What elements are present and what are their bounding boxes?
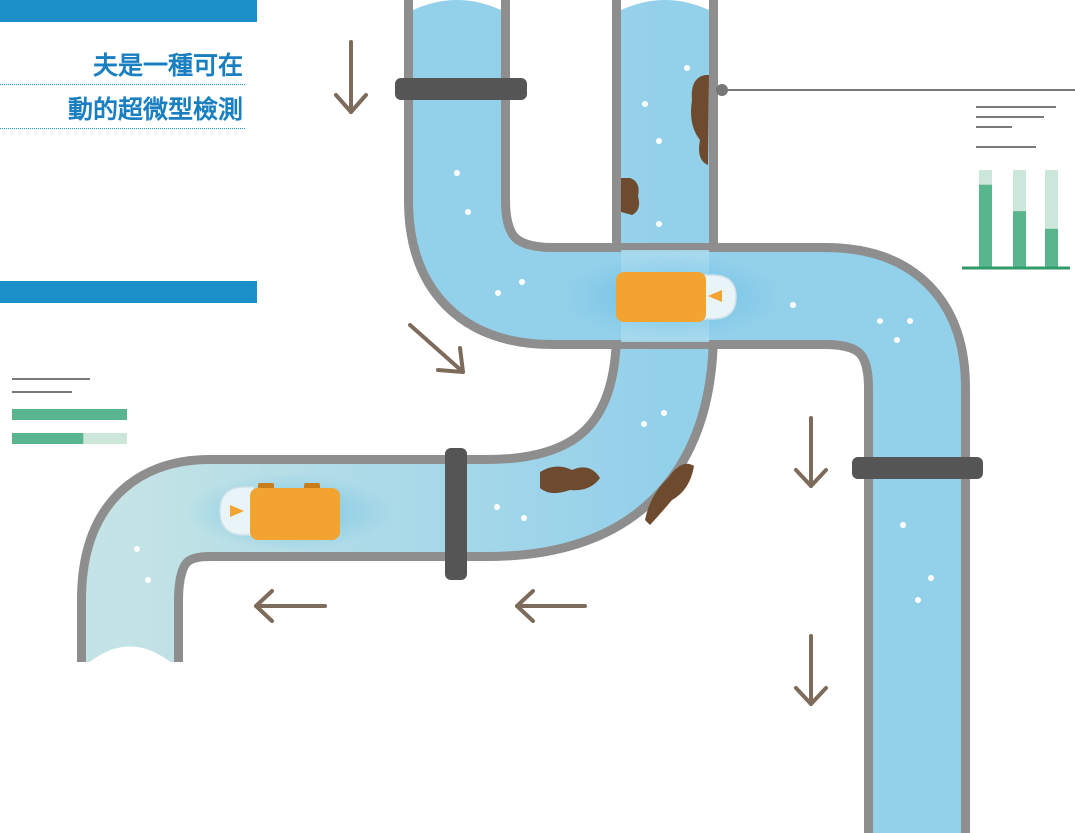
arrow-down-icon: [794, 634, 828, 706]
sensor-bar: [1013, 211, 1026, 268]
progress-fill: [12, 433, 84, 444]
pipe-mouth-top-left: [413, 0, 501, 10]
progress-fill: [12, 409, 127, 420]
arrow-left-icon: [254, 589, 327, 623]
caption-line-1: 夫是一種可在: [0, 48, 245, 85]
sludge-deposits: [540, 75, 709, 525]
pipe-upper-path: [404, 0, 970, 833]
sensor-bar: [1045, 228, 1058, 268]
arrow-down-right-icon: [408, 323, 465, 374]
arrow-down-icon: [334, 40, 368, 114]
pipe-mouth-top-right: [621, 0, 709, 10]
water-bubbles: [134, 65, 934, 603]
pipe-clamp: [852, 457, 983, 479]
bar-chart-icon: [962, 106, 1070, 270]
caption-line-2: 動的超微型檢測: [0, 92, 245, 129]
pipe-clamp: [445, 448, 467, 580]
section-banner: [0, 281, 257, 303]
inspection-robot: [562, 255, 782, 339]
inspection-robot: [185, 474, 395, 550]
pipe-mouth-bottom-left: [86, 646, 174, 665]
sensor-bar: [979, 184, 992, 268]
arrow-left-icon: [515, 589, 587, 623]
progress-bars-icon: [12, 378, 127, 444]
top-banner: [0, 0, 257, 22]
pipe-clamp: [395, 78, 527, 100]
arrow-down-icon: [794, 416, 828, 488]
sensor-leader-line: [716, 84, 1075, 96]
